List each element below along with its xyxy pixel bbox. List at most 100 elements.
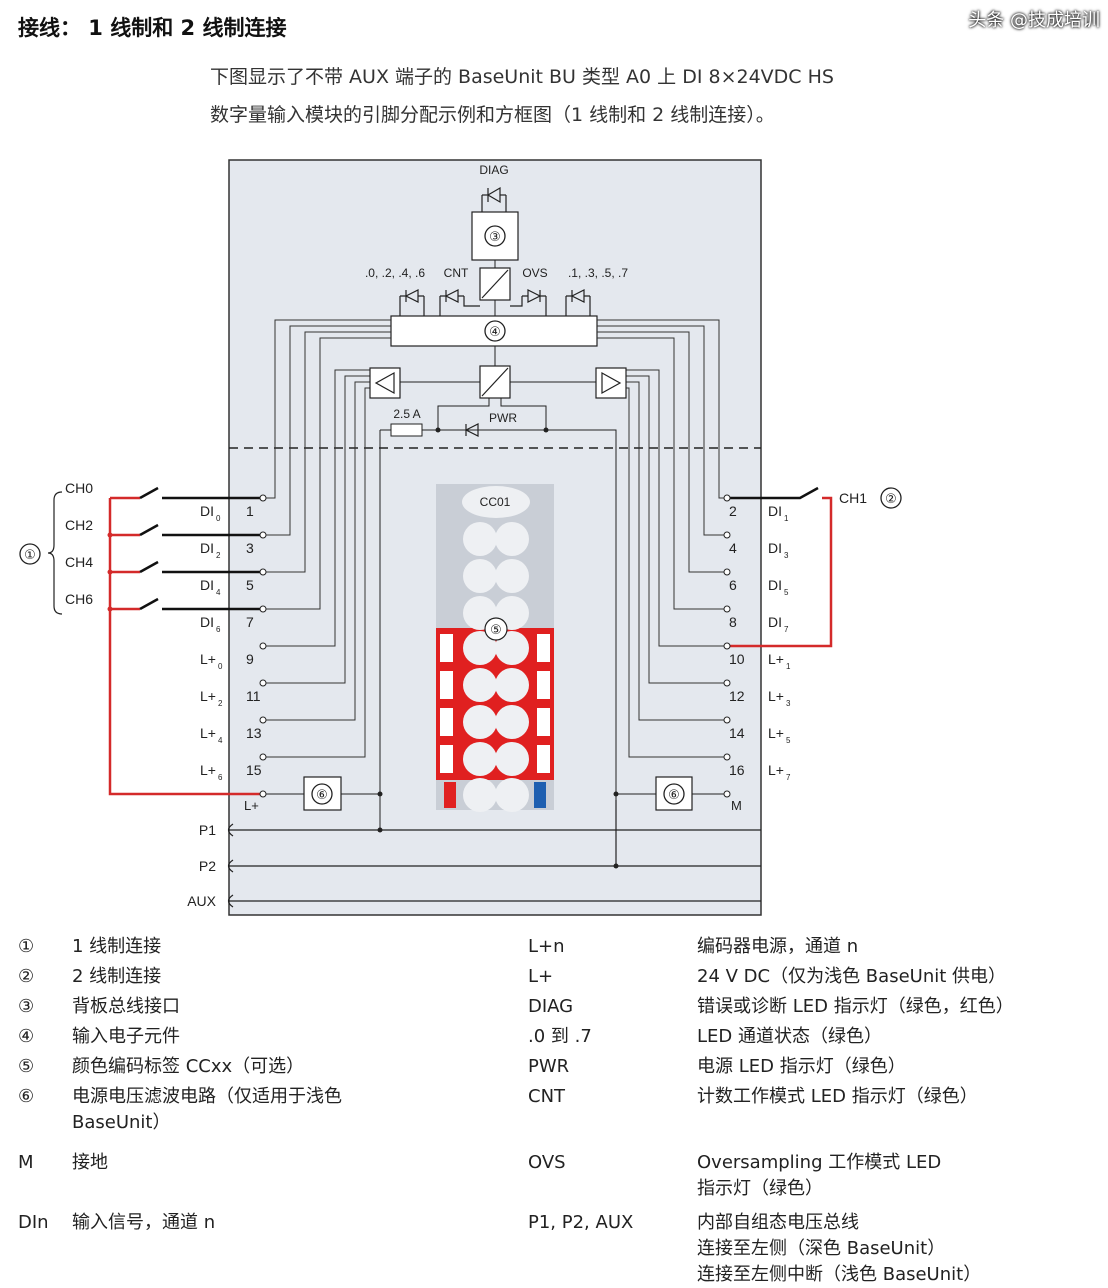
terminal-signal: DI <box>200 577 214 593</box>
legend-line: 2 线制连接 <box>72 966 162 987</box>
terminal-signal: L+ <box>200 725 216 741</box>
intro-line-2: 数字量输入模块的引脚分配示例和方框图（1 线制和 2 线制连接）。 <box>210 104 775 126</box>
right-legend-text: 内部自组态电压总线连接至左侧（深色 BaseUnit） 连接至左侧中断（浅色 Ba… <box>697 1210 981 1288</box>
left-legend-key: ① <box>18 936 35 957</box>
right-legend-key: OVS <box>528 1152 566 1173</box>
terminal-left-15: 15 L+6 <box>200 753 267 782</box>
terminal-subscript: 5 <box>784 588 789 597</box>
terminal-number: 7 <box>246 614 254 630</box>
voltage-buses <box>227 800 761 908</box>
brace-icon <box>47 491 63 615</box>
terminal-subscript: 1 <box>786 662 791 671</box>
legend-line: 连接至左侧中断（浅色 BaseUnit） <box>697 1264 982 1285</box>
terminal-subscript: 0 <box>218 662 223 671</box>
terminal-number: 11 <box>246 688 261 704</box>
terminal-right-10: 10 L+1 <box>723 642 791 671</box>
terminal-signal: DI <box>200 614 214 630</box>
left-legend-text: 1 线制连接 <box>72 934 161 960</box>
terminal-signal: DI <box>768 540 782 556</box>
left-amplifier-box <box>369 367 401 399</box>
terminal-signal: DI <box>200 540 214 556</box>
terminal-subscript: 7 <box>784 625 789 634</box>
left-legend-text: 输入电子元件 <box>72 1024 180 1050</box>
terminal-subscript: 5 <box>786 736 791 745</box>
bus-p1-label: P1 <box>199 822 216 838</box>
callout-6-right: ⑥ <box>668 787 680 802</box>
terminal-number: 13 <box>246 725 262 741</box>
terminal-number: 10 <box>729 651 745 667</box>
legend-line: 颜色编码标签 CCxx（可选） <box>72 1056 305 1077</box>
terminal-subscript: 2 <box>216 551 221 560</box>
terminal-subscript: 6 <box>216 625 221 634</box>
terminal-signal: DI <box>768 503 782 519</box>
legend-line: 内部自组态电压总线 <box>697 1212 859 1233</box>
right-legend-text: 编码器电源，通道 n <box>697 934 858 960</box>
callout-5: ⑤ <box>490 622 502 637</box>
terminal-signal: L+ <box>768 688 784 704</box>
legend-line: 输入信号，通道 n <box>72 1212 216 1233</box>
lplus-terminal-label: L+ <box>244 798 259 813</box>
diag-label: DIAG <box>479 163 508 177</box>
color-label-cc01: CC01 <box>480 495 511 509</box>
legend-line: Oversampling 工作模式 LED <box>697 1152 942 1173</box>
left-legend-key: M <box>18 1152 34 1173</box>
terminal-number: 15 <box>246 762 262 778</box>
bus-aux-label: AUX <box>187 893 216 909</box>
terminal-subscript: 7 <box>786 773 791 782</box>
terminal-signal: DI <box>768 614 782 630</box>
left-legend-text: 背板总线接口 <box>72 994 180 1020</box>
right-legend-key: CNT <box>528 1086 566 1107</box>
diag-led-icon <box>481 186 507 212</box>
channel-ch1: CH1 <box>839 490 867 506</box>
channel-ch2: CH2 <box>65 517 93 533</box>
callout-3: ③ <box>489 229 501 244</box>
callout-6-left: ⑥ <box>316 787 328 802</box>
terminal-left-11: 11L+2 <box>200 679 267 708</box>
led-odd-icon <box>565 289 591 316</box>
left-legend-key: ⑤ <box>18 1056 35 1077</box>
legend-line: 电源 LED 指示灯（绿色） <box>697 1056 906 1077</box>
terminal-number: 12 <box>729 688 745 704</box>
legend-line: 连接至左侧（深色 BaseUnit） <box>697 1238 946 1259</box>
terminal-signal: L+ <box>768 725 784 741</box>
led-group-odd-label: .1, .3, .5, .7 <box>568 266 628 280</box>
legend-line: BaseUnit） <box>72 1112 171 1133</box>
legend-line: LED 通道状态（绿色） <box>697 1026 882 1047</box>
right-legend-key: L+n <box>528 936 565 957</box>
right-legend-key: P1, P2, AUX <box>528 1212 634 1233</box>
terminal-number: 14 <box>729 725 745 741</box>
terminal-signal: L+ <box>768 762 784 778</box>
right-legend-text: 计数工作模式 LED 指示灯（绿色） <box>697 1084 978 1110</box>
terminal-subscript: 2 <box>218 699 223 708</box>
legend-line: 背板总线接口 <box>72 996 180 1017</box>
terminal-signal: L+ <box>768 651 784 667</box>
fuse-label: 2.5 A <box>393 407 420 421</box>
terminal-subscript: 6 <box>218 773 223 782</box>
filter-box-left <box>303 776 342 811</box>
m-terminal-label: M <box>731 798 742 813</box>
led-even-icon <box>399 289 425 316</box>
terminal-left-13: 13L+4 <box>200 716 267 745</box>
terminal-signal: DI <box>200 503 214 519</box>
left-legend-key: ② <box>18 966 35 987</box>
terminal-number: 9 <box>246 651 254 667</box>
channel-ch0: CH0 <box>65 480 93 496</box>
intro-line-1: 下图显示了不带 AUX 端子的 BaseUnit BU 类型 A0 上 DI 8… <box>210 66 834 88</box>
bus-p2-label: P2 <box>199 858 216 874</box>
led-ovs-label: OVS <box>522 266 547 280</box>
terminal-subscript: 4 <box>216 588 221 597</box>
pwr-led-icon <box>464 423 479 437</box>
legend-line: 电源电压滤波电路（仅适用于浅色 <box>72 1086 342 1107</box>
left-legend-text: 电源电压滤波电路（仅适用于浅色 BaseUnit） <box>72 1084 342 1136</box>
right-legend-text: 24 V DC（仅为浅色 BaseUnit 供电） <box>697 964 1006 990</box>
color-coding-label: ⑤ CC01 <box>436 484 554 812</box>
red-supply-wires <box>108 496 833 796</box>
terminal-signal: L+ <box>200 762 216 778</box>
